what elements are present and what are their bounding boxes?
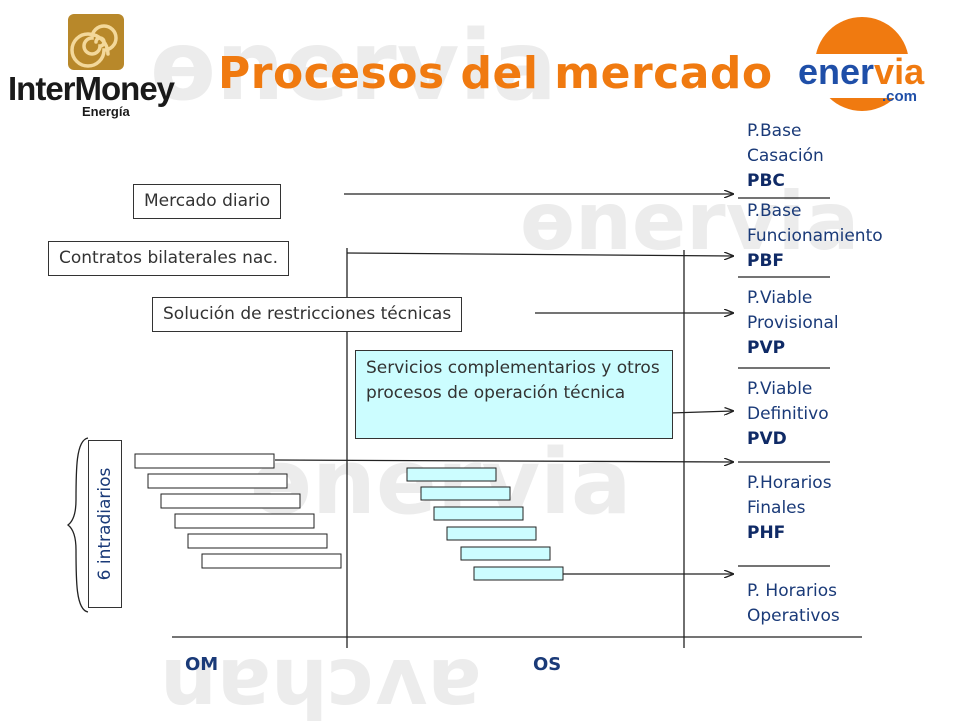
intraday-bar [174, 513, 315, 529]
intermoney-sub: Energía [82, 104, 130, 119]
program-line1: P.Base [747, 121, 802, 141]
contratos-bilaterales-box: Contratos bilaterales nac. [48, 241, 290, 276]
enervia-part1: ener [798, 51, 875, 92]
operation-bar [433, 506, 524, 521]
program-line2: Casación [747, 146, 824, 166]
restricciones-box: Solución de restricciones técnicas [152, 297, 463, 332]
intraday-bar [201, 553, 342, 569]
program-line1: P. Horarios [747, 581, 837, 601]
intermoney-name: InterMoney [8, 70, 175, 107]
operation-bar [473, 566, 564, 581]
program-line2: Definitivo [747, 404, 829, 424]
os-label: OS [533, 654, 562, 675]
program-line2: Operativos [747, 606, 840, 626]
om-label: OM [185, 654, 219, 675]
program-phf: P.Horarios Finales PHF [747, 471, 832, 546]
program-code: PHF [747, 523, 786, 543]
operation-bar [420, 486, 511, 501]
program-line2: Provisional [747, 313, 839, 333]
arrow-servicios [669, 411, 733, 413]
enervia-domain: .com [882, 88, 918, 105]
enervia-logo: enervia .com [772, 14, 952, 114]
operation-bar [406, 467, 497, 482]
program-code: PBC [747, 171, 785, 191]
program-line1: P.Base [747, 201, 802, 221]
brace [66, 437, 89, 613]
intraday-bar [160, 493, 301, 509]
intraday-bar [147, 473, 288, 489]
enervia-part2: via [874, 51, 925, 92]
intraday-bar [134, 453, 275, 469]
intraday-bar [187, 533, 328, 549]
program-line1: P.Horarios [747, 473, 832, 493]
servicios-complementarios-box: Servicios complementarios y otros proces… [355, 350, 673, 439]
program-pbf: P.Base Funcionamiento PBF [747, 199, 883, 274]
intermoney-logo: InterMoney Energía [8, 12, 183, 119]
intradiarios-label: 6 intradiarios [95, 467, 115, 581]
arrow-intradiarios [274, 460, 733, 462]
program-pvd: P.Viable Definitivo PVD [747, 377, 829, 452]
program-code: PBF [747, 251, 785, 271]
program-line2: Finales [747, 498, 806, 518]
operation-bar [460, 546, 551, 561]
enervia-circle-icon [794, 17, 944, 111]
page-title: Procesos del mercado [218, 48, 773, 99]
program-line1: P.Viable [747, 288, 813, 308]
arrow-contratos [346, 253, 733, 256]
program-code: PVP [747, 338, 786, 358]
intradiarios-label-box: 6 intradiarios [88, 440, 122, 608]
program-code: PVD [747, 429, 787, 449]
program-pvp: P.Viable Provisional PVP [747, 286, 839, 361]
program-line2: Funcionamiento [747, 226, 883, 246]
program-operativos: P. Horarios Operativos [747, 579, 840, 629]
operation-bar [446, 526, 537, 541]
program-pbc: P.Base Casación PBC [747, 119, 824, 194]
spiral-icon [68, 14, 124, 70]
mercado-diario-box: Mercado diario [133, 184, 282, 219]
program-line1: P.Viable [747, 379, 813, 399]
